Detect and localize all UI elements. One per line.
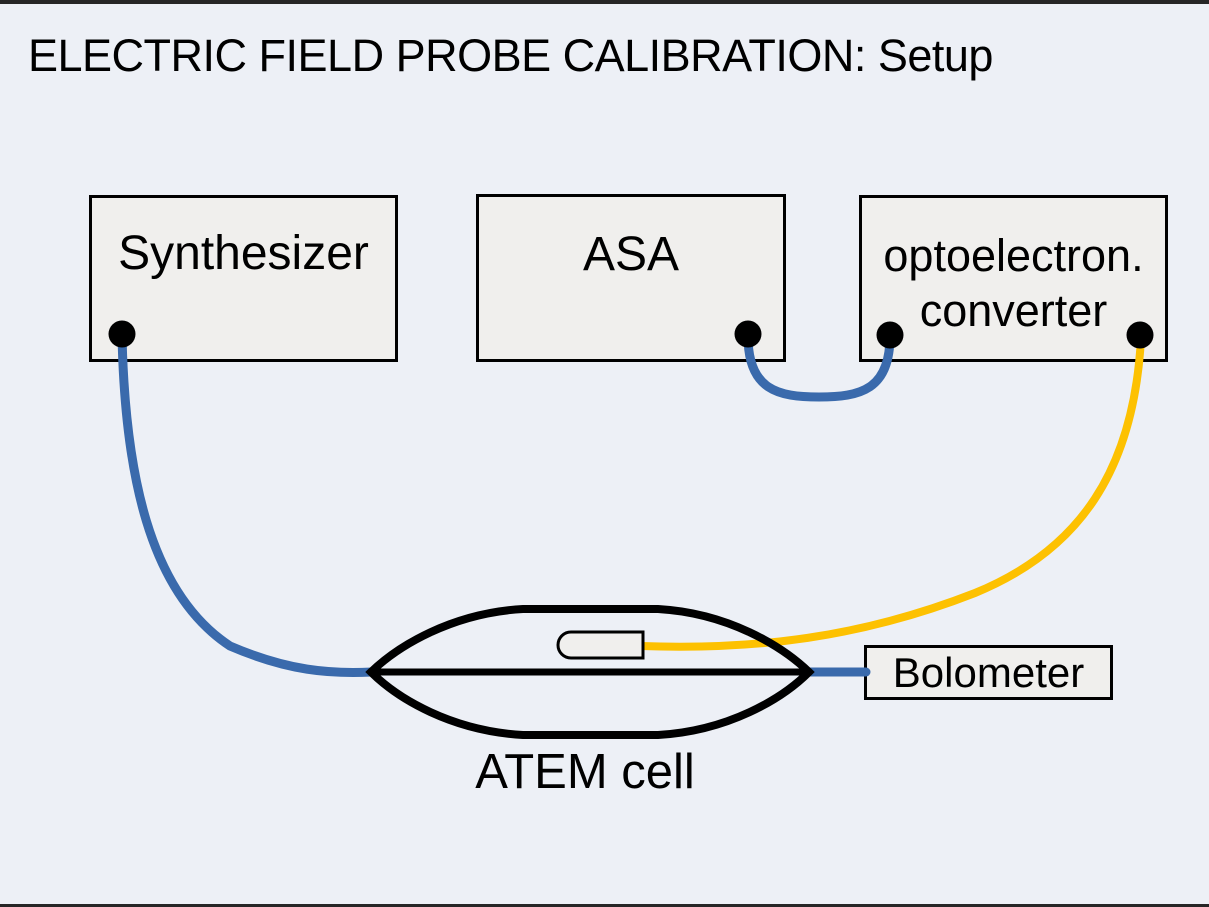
- synthesizer-label: Synthesizer: [118, 227, 369, 280]
- synthesizer-to-atem-cable: [117, 331, 377, 678]
- synthesizer-box: Synthesizer: [89, 195, 398, 362]
- asa-label: ASA: [582, 228, 680, 281]
- top-frame-strip: [0, 0, 1209, 4]
- asa-box: ASA: [476, 194, 786, 362]
- bolometer-label: Bolometer: [892, 648, 1085, 696]
- converter-label-line2: converter: [919, 284, 1108, 336]
- bottom-frame-strip: [0, 904, 1209, 907]
- page-title: ELECTRIC FIELD PROBE CALIBRATION: Setup: [28, 30, 993, 81]
- converter-to-probe-fiber-cable: [637, 334, 1145, 651]
- optoelectronic-converter-box: optoelectron. converter: [859, 195, 1168, 362]
- converter-label-line1: optoelectron.: [883, 229, 1144, 281]
- atem-cell-label: ATEM cell: [475, 745, 695, 799]
- atem-cell-outline: [365, 605, 815, 739]
- field-probe: [556, 630, 645, 660]
- bolometer-box: Bolometer: [864, 645, 1113, 700]
